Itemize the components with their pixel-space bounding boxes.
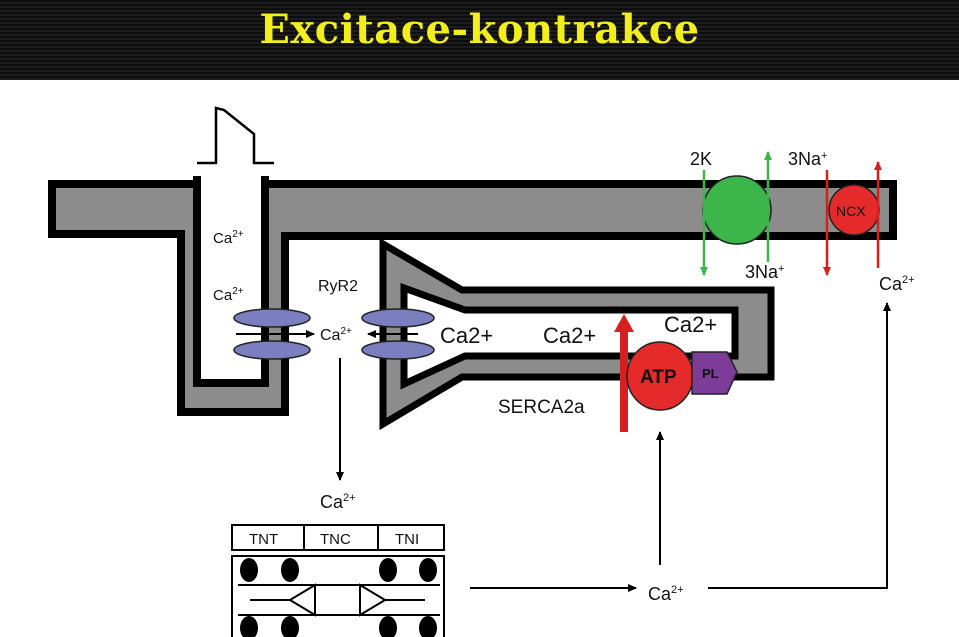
label-atp: ATP [640,367,677,388]
label-ca-out: Ca2+ [879,274,915,294]
troponin-header [231,524,445,551]
myosin-head [240,616,258,637]
l-type-channel-lower [233,340,311,360]
thick-filament-left [250,583,316,617]
phospholamban-icon [691,351,738,395]
t-tubule-lumen [201,176,261,206]
myosin-head [240,558,258,582]
label-3na-bottom: 3Na+ [745,262,784,282]
sarcoplasmic-reticulum [379,237,775,431]
myosin-head [379,616,397,637]
label-serca2a: SERCA2a [498,397,585,418]
label-ca-serca: Ca2+ [664,312,717,337]
ca-to-ncx-arrow [708,302,891,589]
action-potential-trace [197,106,274,165]
myosin-head [419,616,437,637]
thick-filament-right [359,583,425,617]
na-k-pump [702,175,772,245]
myofilament-box [231,555,445,637]
myosin-head [419,558,437,582]
label-ca-myofilament: Ca2+ [320,492,356,512]
label-tni: TNI [395,531,419,548]
label-tnt: TNT [249,531,278,548]
title-bar: Excitace-kontrakce [0,0,959,80]
l-type-channel-upper [233,308,311,328]
label-ca-bottom: Ca2+ [648,584,684,604]
myosin-head [281,616,299,637]
label-pl: PL [702,366,719,381]
label-3na-top: 3Na+ [788,149,827,169]
label-tnc: TNC [320,531,351,548]
label-ca-top: Ca2+ [213,229,244,247]
label-ca-mid: Ca2+ [213,286,244,304]
label-ca-release: Ca2+ [320,326,352,344]
ryr2-channel-lower [361,340,435,360]
label-2k: 2K [690,149,712,169]
ecc-diagram: Ca2+ Ca2+ RyR2 Ca2+ Ca2+ Ca2+ Ca2+ SERCA… [48,106,915,637]
ryr2-channel-upper [361,308,435,328]
myosin-head [379,558,397,582]
label-ncx: NCX [836,203,866,219]
label-ca-uptake: Ca2+ [543,323,596,348]
label-ryr2: RyR2 [318,278,358,295]
slide-title: Excitace-kontrakce [259,6,700,53]
myosin-head [281,558,299,582]
label-ca-sr-lumen: Ca2+ [440,323,493,348]
